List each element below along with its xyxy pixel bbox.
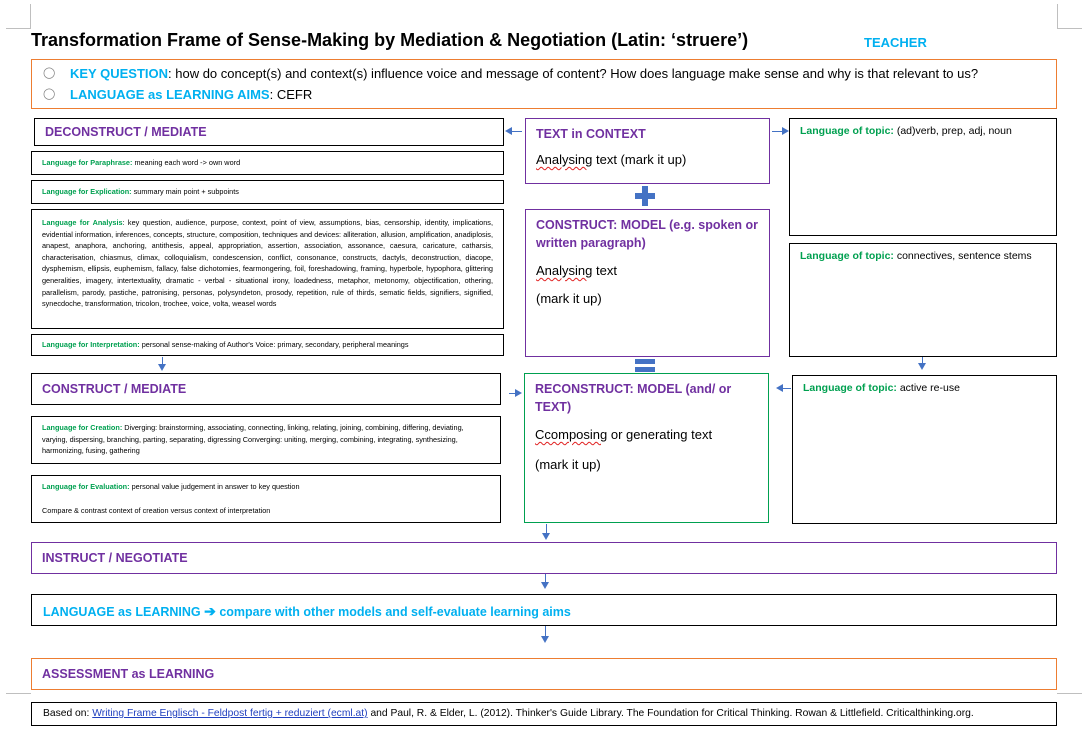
evaluation-text2: Compare & contrast context of creation v… bbox=[42, 505, 271, 515]
construct-model-heading: CONSTRUCT: MODEL (e.g. spoken or written… bbox=[536, 218, 759, 250]
teacher-label: TEACHER bbox=[864, 35, 927, 50]
key-question-text: : how do concept(s) and context(s) influ… bbox=[168, 66, 979, 81]
key-question-box: ◯ KEY QUESTION: how do concept(s) and co… bbox=[31, 59, 1057, 109]
plus-icon bbox=[635, 186, 655, 206]
bullet-icon: ◯ bbox=[43, 67, 56, 79]
paraphrase-label: Language for Paraphrase: bbox=[42, 158, 133, 167]
learning-aims-row: ◯ LANGUAGE as LEARNING AIMS: CEFR bbox=[43, 87, 313, 102]
deconstruct-heading: DECONSTRUCT / MEDIATE bbox=[45, 125, 207, 139]
footer-line-left bbox=[6, 693, 31, 694]
down-arrow-icon bbox=[541, 636, 549, 643]
topic-box-1: Language of topic: (ad)verb, prep, adj, … bbox=[789, 118, 1057, 236]
construct-mediate-box: CONSTRUCT / MEDIATE bbox=[31, 373, 501, 405]
topic-box-3: Language of topic: active re-use bbox=[792, 375, 1057, 524]
interpretation-label: Language for Interpretation: bbox=[42, 340, 140, 349]
evaluation-box: Language for Evaluation: personal value … bbox=[31, 475, 501, 523]
key-question-row: ◯ KEY QUESTION: how do concept(s) and co… bbox=[43, 66, 979, 81]
learning-aims-text: : CEFR bbox=[269, 87, 313, 102]
topic3-label: Language of topic: bbox=[803, 382, 897, 394]
analysis-box: Language for Analysis: key question, aud… bbox=[31, 209, 504, 329]
arrow-line bbox=[510, 131, 522, 132]
construct-model-box: CONSTRUCT: MODEL (e.g. spoken or written… bbox=[525, 209, 770, 357]
arrow-line bbox=[781, 388, 791, 389]
language-learning-rest: compare with other models and self-evalu… bbox=[215, 605, 571, 619]
corner-mark-left bbox=[30, 4, 31, 28]
arrow-line bbox=[922, 357, 923, 364]
mark-it-up: (mark it up) bbox=[536, 291, 602, 306]
page-title: Transformation Frame of Sense-Making by … bbox=[31, 30, 749, 50]
language-learning-label: LANGUAGE as LEARNING bbox=[43, 605, 201, 619]
composing-text: Ccomposing or generating text bbox=[535, 427, 713, 442]
reconstruct-model-box: RECONSTRUCT: MODEL (and/ or TEXT) Ccompo… bbox=[524, 373, 769, 523]
evaluation-label: Language for Evaluation: bbox=[42, 482, 130, 491]
left-arrow-icon bbox=[505, 127, 512, 135]
analysing-text-mark: Analysing text (mark it up) bbox=[536, 152, 687, 167]
topic1-label: Language of topic: bbox=[800, 125, 894, 137]
topic2-label: Language of topic: bbox=[800, 250, 894, 262]
topic1-text: (ad)verb, prep, adj, noun bbox=[893, 125, 1012, 137]
based-on-box: Based on: Writing Frame Englisch - Feldp… bbox=[31, 702, 1057, 726]
mark-it-up-2: (mark it up) bbox=[535, 457, 601, 472]
right-arrow-icon: ➔ bbox=[204, 603, 216, 619]
topic3-text: active re-use bbox=[896, 382, 960, 394]
explication-label: Language for Explication: bbox=[42, 187, 132, 196]
down-arrow-icon bbox=[918, 363, 926, 370]
footer-line-right bbox=[1057, 693, 1082, 694]
explication-box: Language for Explication: summary main p… bbox=[31, 180, 504, 204]
construct-mediate-heading: CONSTRUCT / MEDIATE bbox=[42, 382, 187, 396]
arrow-line bbox=[545, 574, 546, 583]
explication-text: summary main point + subpoints bbox=[131, 187, 239, 196]
arrow-line bbox=[546, 524, 547, 533]
corner-mark-right bbox=[1057, 4, 1058, 28]
text-in-context-heading: TEXT in CONTEXT bbox=[536, 127, 646, 141]
right-arrow-icon bbox=[515, 389, 522, 397]
key-question-label: KEY QUESTION bbox=[70, 66, 169, 81]
language-learning-heading: LANGUAGE as LEARNING ➔ compare with othe… bbox=[43, 603, 571, 620]
interpretation-text: personal sense-making of Author's Voice:… bbox=[139, 340, 409, 349]
corner-mark-right-h bbox=[1057, 28, 1082, 29]
evaluation-text: personal value judgement in answer to ke… bbox=[129, 482, 300, 491]
based-on-rest: and Paul, R. & Elder, L. (2012). Thinker… bbox=[367, 708, 974, 719]
instruct-negotiate-heading: INSTRUCT / NEGOTIATE bbox=[42, 551, 188, 565]
learning-aims-label: LANGUAGE as LEARNING AIMS bbox=[70, 87, 270, 102]
right-arrow-icon bbox=[782, 127, 789, 135]
corner-mark-left-h bbox=[6, 28, 31, 29]
arrow-line bbox=[545, 626, 546, 636]
analysis-text: : key question, audience, purpose, conte… bbox=[42, 218, 493, 309]
arrow-line bbox=[509, 393, 517, 394]
analysing-text: Analysing text bbox=[536, 263, 617, 278]
arrow-line bbox=[772, 131, 784, 132]
equals-icon bbox=[635, 359, 655, 373]
down-arrow-icon bbox=[542, 533, 550, 540]
creation-text: Diverging: brainstorming, associating, c… bbox=[42, 423, 464, 456]
assessment-box: ASSESSMENT as LEARNING bbox=[31, 658, 1057, 690]
creation-box: Language for Creation: Diverging: brains… bbox=[31, 416, 501, 464]
down-arrow-icon bbox=[158, 364, 166, 371]
evaluation-line: Language for Evaluation: personal value … bbox=[42, 481, 490, 493]
bullet-icon: ◯ bbox=[43, 88, 56, 100]
left-arrow-icon bbox=[776, 384, 783, 392]
arrow-line bbox=[162, 357, 163, 365]
reconstruct-model-heading: RECONSTRUCT: MODEL (and/ or TEXT) bbox=[535, 382, 732, 414]
topic-box-2: Language of topic: connectives, sentence… bbox=[789, 243, 1057, 357]
instruct-negotiate-box: INSTRUCT / NEGOTIATE bbox=[31, 542, 1057, 574]
paraphrase-box: Language for Paraphrase: meaning each wo… bbox=[31, 151, 504, 175]
based-on-label: Based on: bbox=[43, 708, 93, 719]
assessment-heading: ASSESSMENT as LEARNING bbox=[42, 667, 215, 681]
deconstruct-box: DECONSTRUCT / MEDIATE bbox=[34, 118, 504, 146]
topic2-text: connectives, sentence stems bbox=[893, 250, 1032, 262]
creation-label: Language for Creation: bbox=[42, 423, 123, 432]
text-in-context-box: TEXT in CONTEXT Analysing text (mark it … bbox=[525, 118, 770, 184]
interpretation-box: Language for Interpretation: personal se… bbox=[31, 334, 504, 356]
language-learning-box: LANGUAGE as LEARNING ➔ compare with othe… bbox=[31, 594, 1057, 626]
paraphrase-text: meaning each word -> own word bbox=[132, 158, 241, 167]
down-arrow-icon bbox=[541, 582, 549, 589]
writing-frame-link[interactable]: Writing Frame Englisch - Feldpost fertig… bbox=[92, 708, 368, 719]
analysis-label: Language for Analysis bbox=[42, 218, 123, 227]
